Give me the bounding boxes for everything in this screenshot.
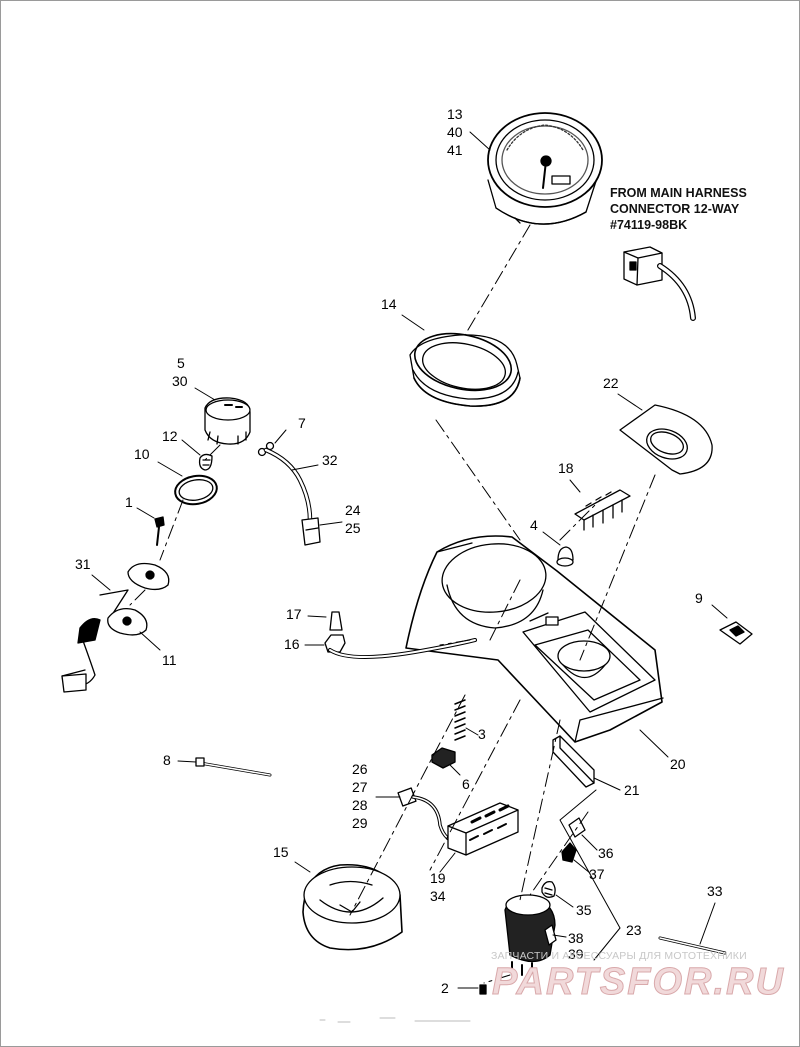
callout-6: 6 [462, 776, 470, 792]
mounting-bracket [61, 562, 170, 693]
trim-panel [552, 735, 595, 788]
callout-22: 22 [603, 375, 619, 391]
seal [198, 453, 213, 471]
spring [454, 699, 466, 741]
callout-20: 20 [670, 756, 686, 772]
harness-note-line1: FROM MAIN HARNESS [610, 186, 747, 200]
trip-odometer-cap [204, 397, 251, 445]
callout-19: 19 [430, 870, 446, 886]
harness-connector [623, 246, 696, 321]
callout-39: 39 [568, 946, 584, 962]
callout-31: 31 [75, 556, 91, 572]
callout-15: 15 [273, 844, 289, 860]
cable-tie [195, 757, 272, 777]
callout-33: 33 [707, 883, 723, 899]
callout-40: 40 [447, 124, 463, 140]
callout-7: 7 [298, 415, 306, 431]
callout-21: 21 [624, 782, 640, 798]
console-gasket [619, 404, 713, 475]
callout-16: 16 [284, 636, 300, 652]
console-housing [405, 535, 664, 743]
callout-28: 28 [352, 797, 368, 813]
screw-2 [479, 984, 487, 995]
watermark-logo: PARTSFOR.RU [492, 961, 785, 1004]
callout-23: 23 [626, 922, 642, 938]
harness-note: FROM MAIN HARNESS CONNECTOR 12-WAY #7411… [610, 185, 747, 233]
callout-9: 9 [695, 590, 703, 606]
wiring-harness [397, 787, 462, 845]
rocker-switch [431, 747, 456, 769]
callout-17: 17 [286, 606, 302, 622]
leader-lines [91, 131, 728, 989]
callout-30: 30 [172, 373, 188, 389]
callout-34: 34 [430, 888, 446, 904]
indicator-bracket [574, 489, 631, 531]
callout-29: 29 [352, 815, 368, 831]
harness-note-line2: CONNECTOR 12-WAY [610, 202, 740, 216]
callout-38: 38 [568, 930, 584, 946]
bulb-socket [324, 611, 477, 659]
control-module [447, 802, 519, 856]
lower-housing [302, 863, 403, 951]
callout-12: 12 [162, 428, 178, 444]
harness-note-line3: #74119-98BK [610, 218, 688, 232]
gasket-ring [409, 332, 521, 407]
callout-32: 32 [322, 452, 338, 468]
callout-11: 11 [162, 652, 177, 668]
ignition-switch [504, 894, 557, 976]
ignition-key-parts [541, 817, 586, 898]
callout-3: 3 [478, 726, 486, 742]
callout-37: 37 [589, 866, 605, 882]
speedometer-gauge [487, 112, 603, 225]
callout-18: 18 [558, 460, 574, 476]
indicator-lamp [556, 546, 574, 567]
callout-24: 24 [345, 502, 361, 518]
wire-lead [257, 441, 321, 546]
callout-27: 27 [352, 779, 368, 795]
retaining-clip [719, 621, 753, 645]
callout-35: 35 [576, 902, 592, 918]
callout-41: 41 [447, 142, 463, 158]
cable-tie-33 [658, 936, 727, 955]
watermark-subtitle: ЗАПЧАСТИ И АКСЕССУАРЫ ДЛЯ МОТОТЕХНИКИ [491, 950, 747, 962]
callout-8: 8 [163, 752, 171, 768]
callout-1: 1 [125, 494, 133, 510]
callout-5: 5 [177, 355, 185, 371]
callout-10: 10 [134, 446, 150, 462]
callout-13: 13 [447, 106, 463, 122]
o-ring [174, 474, 218, 506]
callout-36: 36 [598, 845, 614, 861]
screw-1 [154, 516, 165, 546]
scan-artifacts [319, 1017, 471, 1023]
callout-25: 25 [345, 520, 361, 536]
assembly-lines [129, 224, 656, 984]
callout-14: 14 [381, 296, 397, 312]
callout-26: 26 [352, 761, 368, 777]
callout-2: 2 [441, 980, 449, 996]
callout-4: 4 [530, 517, 538, 533]
